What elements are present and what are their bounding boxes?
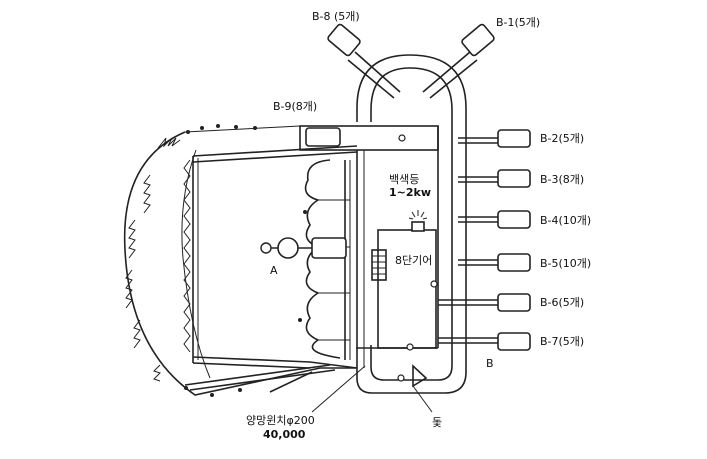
label-lamp-type: 백색등 xyxy=(389,173,419,186)
fitting-stern xyxy=(397,374,405,382)
label-b6: B-6(5개) xyxy=(540,296,584,309)
label-lamp-power: 1~2kw xyxy=(389,186,431,199)
net-inner-curve xyxy=(181,149,211,379)
fitting-bottom xyxy=(406,343,414,351)
lamp-b4 xyxy=(458,210,531,229)
gear-knob xyxy=(430,280,438,288)
net-strut-3 xyxy=(269,371,313,393)
mast-flag-icon xyxy=(412,364,428,388)
lamp-b3 xyxy=(458,169,531,188)
winch-a-end xyxy=(260,242,272,254)
net-roller-stack xyxy=(304,159,341,359)
net-strut-1 xyxy=(184,364,331,386)
net-floats xyxy=(184,124,307,397)
lamp-b2 xyxy=(458,129,531,148)
hull-inner xyxy=(370,67,453,381)
label-winch-model: 양망윈치φ200 xyxy=(246,413,315,427)
label-b5: B-5(10개) xyxy=(540,257,591,270)
net-frame-top-2 xyxy=(192,151,358,163)
winch-a-drum xyxy=(277,237,299,259)
winch-leader xyxy=(311,365,366,413)
label-gear: 8단기어 xyxy=(395,254,432,267)
label-b8: B-8 (5개) xyxy=(312,10,360,23)
gear-box-top xyxy=(411,221,425,232)
lamp-b5 xyxy=(458,253,531,272)
label-winch-value: 40,000 xyxy=(263,428,306,441)
gear-housing xyxy=(377,229,437,349)
label-b1: B-1(5개) xyxy=(496,16,540,29)
label-b7: B-7(5개) xyxy=(540,335,584,348)
mast-leader xyxy=(412,385,433,413)
lamp-b1 xyxy=(422,23,495,99)
net-hatching-left xyxy=(183,159,191,353)
net-assembly xyxy=(123,124,358,397)
label-mast: 돛 xyxy=(432,416,442,429)
net-strut-2 xyxy=(189,369,336,391)
net-outer-curve xyxy=(123,131,356,396)
label-b9: B-9(8개) xyxy=(273,100,317,113)
lamp-sparkle-icon xyxy=(408,210,428,220)
lamp-b7 xyxy=(438,332,531,351)
hull-outer xyxy=(356,54,467,394)
winch-a-body xyxy=(311,237,347,259)
net-hatching-outer xyxy=(125,137,181,382)
lamp-b8 xyxy=(327,23,401,99)
net-frame-bottom-2 xyxy=(192,362,311,369)
label-b4: B-4(10개) xyxy=(540,214,591,227)
lamp-b9 xyxy=(305,127,341,147)
label-b3: B-3(8개) xyxy=(540,173,584,186)
net-frame-bottom xyxy=(192,356,358,369)
net-frame-top xyxy=(192,145,358,157)
net-top-edge xyxy=(184,125,301,133)
fitting-top xyxy=(398,134,406,142)
gear-block xyxy=(371,249,387,281)
lamp-b6 xyxy=(438,293,531,312)
label-b2: B-2(5개) xyxy=(540,132,584,145)
label-point-a: A xyxy=(270,264,278,277)
label-point-b: B xyxy=(486,357,494,370)
